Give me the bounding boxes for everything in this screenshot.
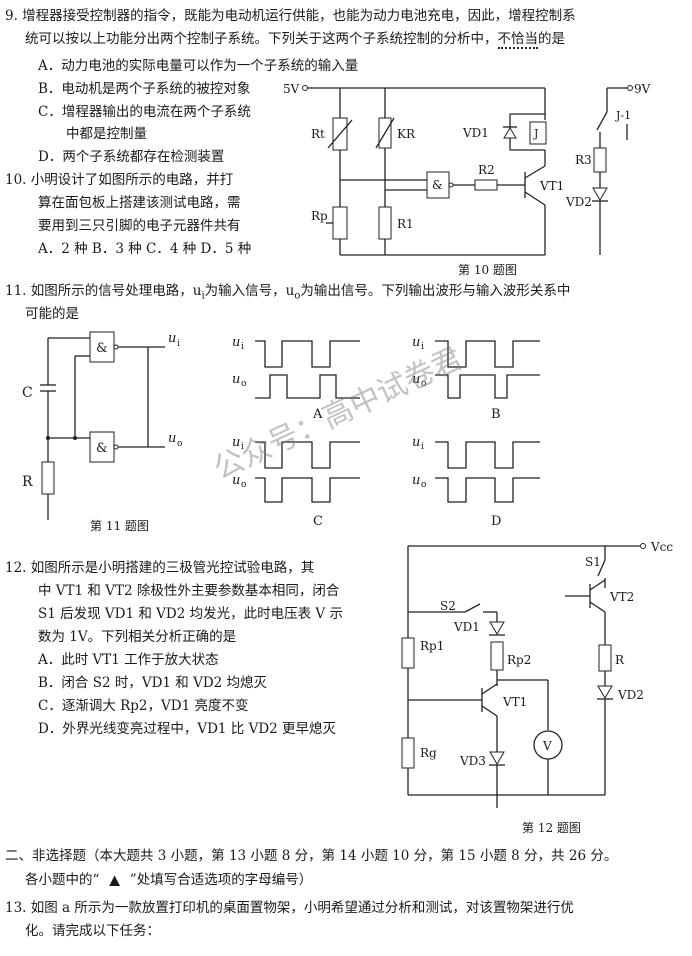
q9-option-c-line2: 中都是控制量 — [66, 126, 147, 142]
answer-blank: ▲ — [109, 872, 120, 888]
svg-text:u: u — [232, 335, 240, 350]
q11-caption: 第 11 题图 — [90, 519, 149, 533]
q12-label-rp1: Rp1 — [420, 639, 444, 653]
svg-text:u: u — [232, 435, 240, 450]
q10-label-9v: 9V — [634, 82, 651, 96]
q11-label-c: C — [22, 385, 33, 401]
q10-label-vd1: VD1 — [462, 126, 489, 140]
q12-label-rg: Rg — [420, 746, 437, 760]
q12-label-vt1: VT1 — [502, 695, 527, 709]
q12-label-vcc: Vcc — [650, 540, 673, 554]
svg-text:C: C — [313, 514, 323, 529]
q10-label-r1: R1 — [397, 217, 414, 231]
q10-circuit-diagram: 5V Rt Rp KR R1 & R2 VT1 J VD1 9V J-1 R3 — [283, 82, 651, 277]
svg-text:u: u — [412, 473, 420, 488]
q10-gate-and: & — [432, 178, 443, 192]
section2-header: 二、非选择题（本大题共 3 小题，第 13 小题 8 分，第 14 小题 10 … — [5, 848, 618, 864]
q9-option-b[interactable]: B．电动机是两个子系统的被控对象 — [38, 81, 251, 97]
svg-text:o: o — [241, 480, 246, 490]
q10-label-kr: KR — [397, 127, 416, 141]
q13-line1: 13. 如图 a 所示为一款放置打印机的桌面置物架，小明希望通过分析和测试，对该… — [5, 900, 574, 916]
svg-text:o: o — [421, 480, 426, 490]
svg-text:u: u — [412, 335, 420, 350]
q10-label-vt1: VT1 — [539, 179, 564, 193]
svg-text:o: o — [241, 379, 246, 389]
q10-label-r2: R2 — [478, 163, 495, 177]
svg-text:i: i — [241, 342, 244, 352]
q10-label-r3: R3 — [575, 153, 592, 167]
svg-text:A: A — [312, 407, 323, 422]
q10-label-5v: 5V — [283, 82, 300, 96]
q10-caption: 第 10 题图 — [458, 263, 517, 277]
q11-gate1: & — [96, 341, 108, 356]
q12-option-d[interactable]: D．外界光线变亮过程中，VD1 比 VD2 更早熄灭 — [38, 721, 337, 737]
svg-text:u: u — [412, 435, 420, 450]
q10-label-rp: Rp — [311, 209, 328, 223]
q11-line2: 可能的是 — [25, 306, 79, 322]
q9-option-d[interactable]: D．两个子系统都存在检测装置 — [38, 149, 225, 165]
q12-line4: 数为 1V。下列相关分析正确的是 — [38, 629, 237, 645]
q11-label-r: R — [22, 474, 33, 490]
q11-line1: 11. 如图所示的信号处理电路，ui为输入信号，uo为输出信号。下列输出波形与输… — [5, 283, 571, 302]
q11-label-ui: u — [168, 331, 176, 346]
q13-line2: 化。请完成以下任务： — [25, 923, 160, 939]
q11-label-uo: u — [168, 431, 176, 446]
q10-label-rt: Rt — [311, 127, 325, 141]
q12-label-vt2: VT2 — [609, 590, 634, 604]
q12-label-s1: S1 — [585, 555, 601, 569]
svg-text:u: u — [412, 372, 420, 387]
svg-text:i: i — [421, 442, 424, 452]
q9-stem-line2: 统可以按以上功能分出两个控制子系统。下列关于这两个子系统控制的分析中，不恰当的是 — [25, 31, 565, 49]
q12-label-vd2: VD2 — [617, 688, 644, 702]
svg-text:B: B — [491, 407, 501, 422]
q10-line1: 10. 小明设计了如图所示的电路，并打 — [5, 172, 234, 188]
svg-text:u: u — [232, 473, 240, 488]
q12-option-c[interactable]: C．逐渐调大 Rp2，VD1 亮度不变 — [38, 698, 249, 714]
section2-note: 各小题中的“▲”处填写合适选项的字母编号） — [25, 872, 313, 888]
q12-line2: 中 VT1 和 VT2 除极性外主要参数基本相同，闭合 — [38, 583, 340, 599]
svg-text:o: o — [421, 379, 426, 389]
q12-option-a[interactable]: A．此时 VT1 工作于放大状态 — [38, 652, 219, 668]
q9-option-c-line1[interactable]: C．增程器输出的电流在两个子系统 — [38, 104, 251, 120]
svg-text:u: u — [232, 372, 240, 387]
q10-label-j: J — [533, 127, 538, 140]
q10-options[interactable]: A．2 种 B．3 种 C．4 种 D．5 种 — [38, 241, 252, 257]
q9-emphasis: 不恰当 — [497, 31, 538, 49]
q10-line2: 算在面包板上搭建该测试电路，需 — [38, 195, 241, 211]
svg-text:o: o — [177, 439, 182, 449]
q12-label-r: R — [615, 653, 625, 667]
q9-stem-line1: 9. 增程器接受控制器的指令，既能为电动机运行供能，也能为动力电池充电，因此，增… — [5, 8, 576, 24]
svg-text:i: i — [177, 339, 180, 349]
svg-text:i: i — [421, 342, 424, 352]
svg-text:D: D — [491, 514, 501, 529]
q11-gate2: & — [96, 441, 108, 456]
q9-option-a[interactable]: A．动力电池的实际电量可以作为一个子系统的输入量 — [38, 58, 359, 74]
q10-line3: 要用到三只引脚的电子元器件共有 — [38, 218, 241, 234]
q12-label-rp2: Rp2 — [507, 653, 531, 667]
q12-option-b[interactable]: B．闭合 S2 时，VD1 和 VD2 均熄灭 — [38, 675, 268, 691]
q12-line1: 12. 如图所示是小明搭建的三极管光控试验电路，其 — [5, 560, 315, 576]
svg-text:i: i — [241, 442, 244, 452]
q12-label-v: V — [542, 739, 552, 753]
q12-caption: 第 12 题图 — [522, 821, 581, 835]
q12-label-vd3: VD3 — [459, 754, 486, 768]
q10-label-j1: J-1 — [615, 109, 631, 122]
q12-circuit-diagram: Vcc S1 VT2 R VD2 Rp1 Rg S2 VD1 Rp2 VT1 V… — [401, 540, 673, 835]
q12-line3: S1 后发现 VD1 和 VD2 均发光，此时电压表 V 示 — [38, 606, 343, 622]
q10-label-vd2: VD2 — [565, 195, 592, 209]
q12-label-vd1: VD1 — [453, 620, 480, 634]
q12-label-s2: S2 — [440, 599, 456, 613]
